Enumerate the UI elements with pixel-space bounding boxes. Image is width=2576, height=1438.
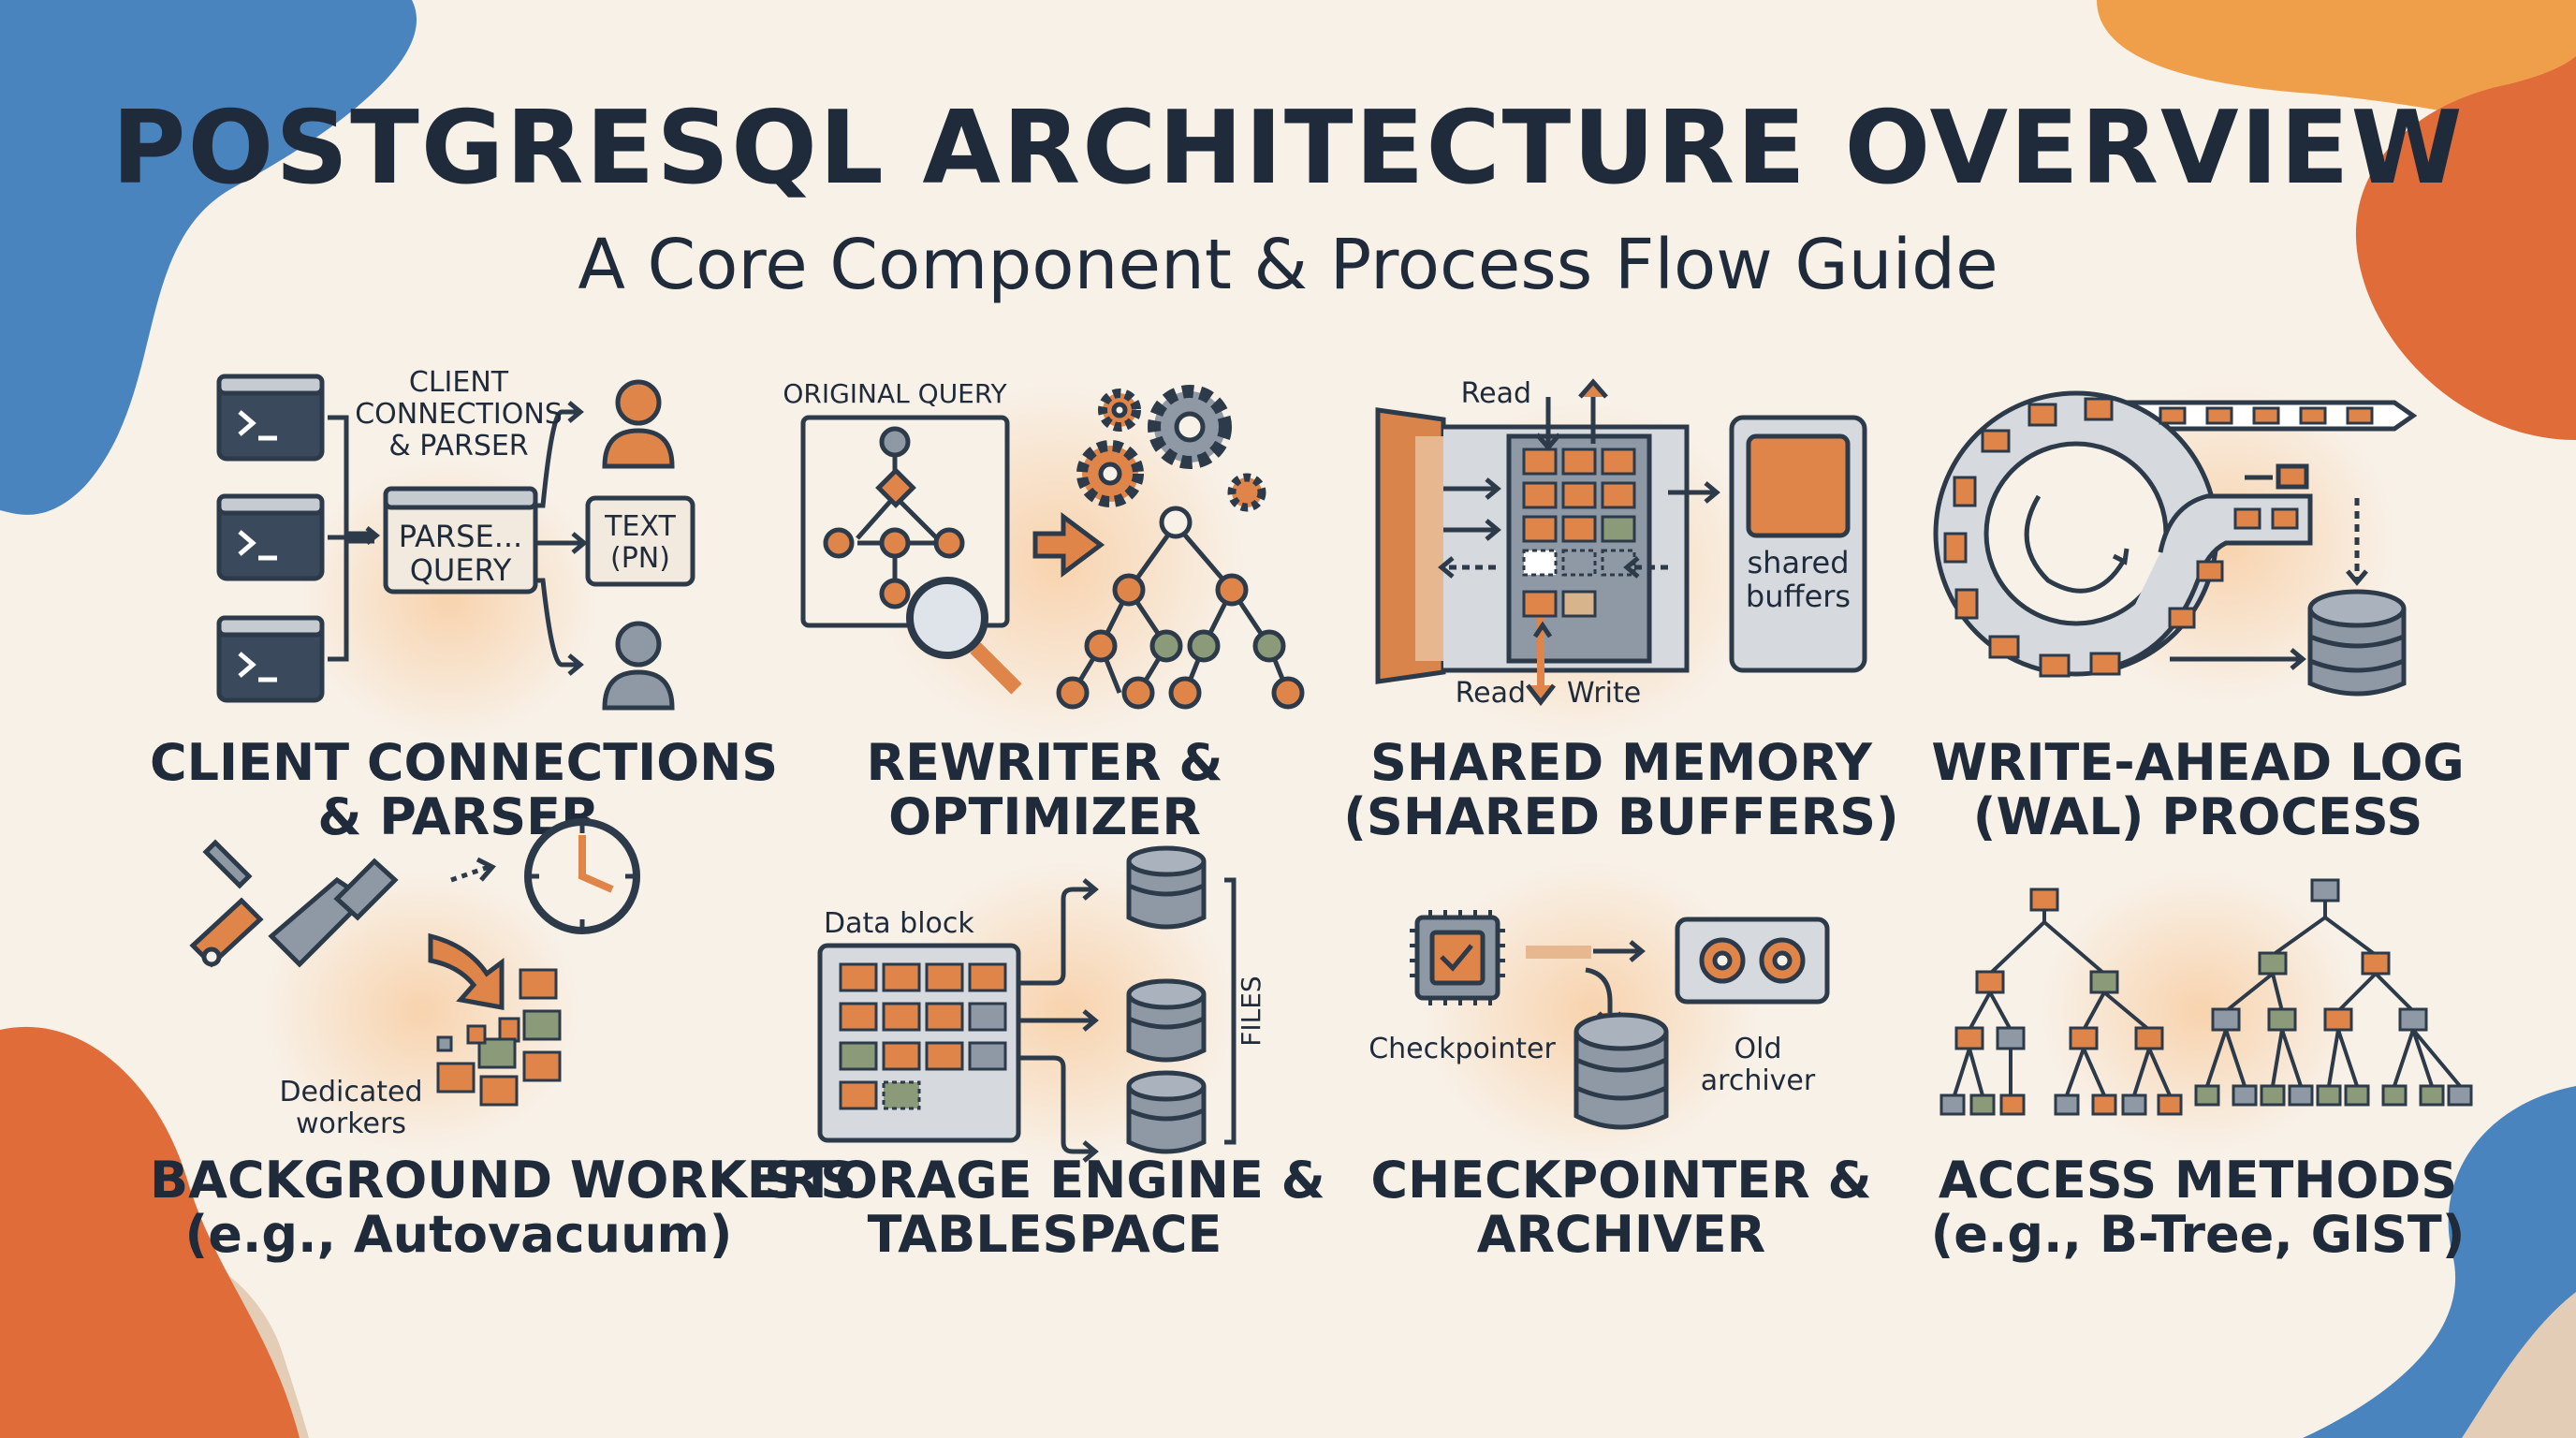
panel-rewriter-optimizer: ORIGINAL QUERY REWRITER &OPTIMIZER bbox=[736, 356, 1354, 844]
gear-icon bbox=[1227, 473, 1266, 512]
panel-background-workers: Dedicated workers BACKGROUND WORKERS(e.g… bbox=[150, 786, 856, 1262]
database-icon bbox=[2307, 589, 2407, 697]
blob-bottom-left bbox=[0, 1026, 300, 1438]
label-parse-query: PARSE... bbox=[399, 519, 522, 554]
label-read: Read bbox=[1461, 377, 1531, 410]
arrow-icon bbox=[1032, 512, 1105, 578]
label-parse-query: QUERY bbox=[410, 552, 512, 588]
tape-archive-icon bbox=[1675, 917, 1830, 1005]
label-client-connections: CONNECTIONS bbox=[355, 398, 563, 431]
label-old-archiver: Old bbox=[1734, 1033, 1782, 1065]
blob-top-right-red bbox=[2355, 56, 2576, 440]
terminal-icon bbox=[216, 374, 325, 462]
label-write: Write bbox=[1567, 677, 1641, 710]
label-files: FILES bbox=[1236, 976, 1266, 1046]
panel-caption: CLIENT CONNECTIONS& PARSER bbox=[150, 733, 779, 846]
panel-access-methods: ACCESS METHODS(e.g., B-Tree, GIST) bbox=[1889, 786, 2507, 1262]
wrench-icon bbox=[189, 839, 399, 968]
label-data-block: Data block bbox=[824, 907, 974, 940]
database-icon bbox=[1126, 845, 1207, 930]
terminal-icon bbox=[216, 493, 325, 581]
panel-caption: CHECKPOINTER &ARCHIVER bbox=[1370, 1151, 1872, 1264]
user-icon bbox=[602, 379, 675, 469]
cpu-chip-icon bbox=[1410, 910, 1505, 1005]
label-old-archiver: archiver bbox=[1701, 1064, 1816, 1097]
main-subtitle: A Core Component & Process Flow Guide bbox=[578, 225, 1998, 305]
gear-icon bbox=[1076, 440, 1144, 507]
gear-icon bbox=[1148, 385, 1232, 469]
main-title: POSTGRESQL ARCHITECTURE OVERVIEW bbox=[111, 90, 2465, 207]
panel-caption: WRITE-AHEAD LOG(WAL) PROCESS bbox=[1931, 733, 2465, 846]
gear-icon bbox=[1098, 389, 1141, 432]
blob-top-left bbox=[0, 0, 417, 515]
label-shared-buffers: shared bbox=[1747, 545, 1849, 580]
label-shared-buffers: buffers bbox=[1746, 579, 1851, 614]
label-client-connections: & PARSER bbox=[388, 430, 528, 462]
panel-caption: BACKGROUND WORKERS(e.g., Autovacuum) bbox=[150, 1151, 857, 1264]
user-icon bbox=[602, 621, 675, 711]
label-text-pn: (PN) bbox=[610, 542, 670, 575]
blob-bottom-right bbox=[2303, 1086, 2576, 1438]
label-client-connections: CLIENT bbox=[409, 366, 509, 399]
panel-caption: SHARED MEMORY(SHARED BUFFERS) bbox=[1343, 733, 1899, 846]
label-original-query: ORIGINAL QUERY bbox=[783, 378, 1007, 409]
panel-caption: STORAGE ENGINE &TABLESPACE bbox=[764, 1151, 1325, 1264]
database-icon bbox=[1126, 978, 1207, 1063]
clock-icon bbox=[524, 818, 640, 934]
blob-bottom-right-beige bbox=[2462, 1292, 2576, 1438]
label-dedicated-workers: Dedicated bbox=[279, 1076, 422, 1108]
magnifier-icon bbox=[906, 577, 1022, 695]
database-icon bbox=[1126, 1070, 1207, 1154]
panel-caption: REWRITER &OPTIMIZER bbox=[866, 733, 1223, 846]
panel-client-connections: CLIENT CONNECTIONS & PARSER PARSE... QUE… bbox=[150, 356, 778, 844]
label-dedicated-workers: workers bbox=[296, 1108, 406, 1140]
panel-checkpointer-archiver: Checkpointer Old archiver CHECKPOINTER &… bbox=[1312, 786, 1930, 1262]
panel-caption: ACCESS METHODS(e.g., B-Tree, GIST) bbox=[1930, 1151, 2466, 1264]
label-text-pn: TEXT bbox=[604, 510, 676, 543]
panel-shared-memory: Read Read Write shared buffers SHARED ME… bbox=[1312, 356, 1930, 844]
label-read: Read bbox=[1456, 677, 1526, 710]
label-checkpointer: Checkpointer bbox=[1368, 1033, 1556, 1065]
panel-wal-process: WRITE-AHEAD LOG(WAL) PROCESS bbox=[1889, 356, 2507, 844]
database-icon bbox=[1573, 1012, 1669, 1130]
terminal-icon bbox=[216, 615, 325, 703]
panel-storage-engine: Data block FILES STORAGE ENGINE &TABLESP… bbox=[736, 786, 1354, 1262]
